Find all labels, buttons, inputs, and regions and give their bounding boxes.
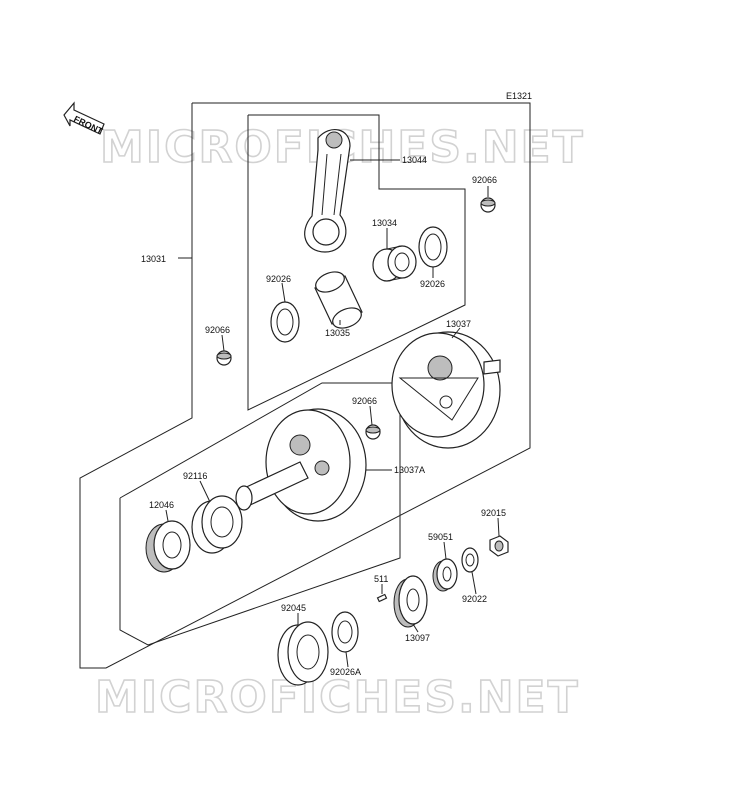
bearing-92066-c <box>365 424 381 440</box>
label-92045: 92045 <box>281 603 306 613</box>
label-511: 511 <box>374 574 388 584</box>
label-92066-b: 92066 <box>205 325 230 335</box>
assembly-outline-13031 <box>79 102 531 669</box>
label-59051: 59051 <box>428 532 453 542</box>
label-92026-a: 92026 <box>420 279 445 289</box>
gear-12046 <box>145 520 191 573</box>
front-arrow-icon: FRONT <box>63 101 105 137</box>
bearing-92045 <box>277 621 329 686</box>
watermark-bottom: MICROFICHES.NET <box>95 672 580 723</box>
washer-92026-upper <box>418 226 448 268</box>
label-13031: 13031 <box>141 254 166 264</box>
label-92066-c: 92066 <box>352 396 377 406</box>
needle-bearing-13034 <box>372 245 417 282</box>
label-12046: 12046 <box>149 500 174 510</box>
conrod-group-outline <box>247 114 466 411</box>
crank-pin-13035 <box>314 271 363 329</box>
washer-92022 <box>461 547 479 573</box>
washer-92026A <box>331 611 359 653</box>
key-511 <box>376 593 388 603</box>
label-13044: 13044 <box>402 155 427 165</box>
crankshaft-half-13037 <box>391 331 501 449</box>
label-92026-b: 92026 <box>266 274 291 284</box>
label-92022: 92022 <box>462 594 487 604</box>
label-92066-a: 92066 <box>472 175 497 185</box>
bearing-92116 <box>191 495 243 554</box>
nut-92015 <box>489 535 509 557</box>
leader-lines <box>165 159 500 668</box>
label-13035: 13035 <box>325 328 350 338</box>
label-92015: 92015 <box>481 508 506 518</box>
label-13037: 13037 <box>446 319 471 329</box>
washer-92026-lower <box>270 301 300 343</box>
label-13097: 13097 <box>405 633 430 643</box>
diagram-code: E1321 <box>506 91 532 101</box>
crank-half-group-outline <box>119 382 401 646</box>
label-92026A: 92026A <box>330 667 361 677</box>
bearing-92066-b <box>216 350 232 366</box>
label-13034: 13034 <box>372 218 397 228</box>
gear-13097 <box>393 575 428 628</box>
label-92116: 92116 <box>183 471 207 481</box>
crankshaft-half-13037A <box>235 408 367 522</box>
label-13037A: 13037A <box>394 465 425 475</box>
connecting-rod-13044 <box>304 129 351 253</box>
bearing-92066-a <box>480 197 496 213</box>
gear-59051 <box>432 558 458 592</box>
